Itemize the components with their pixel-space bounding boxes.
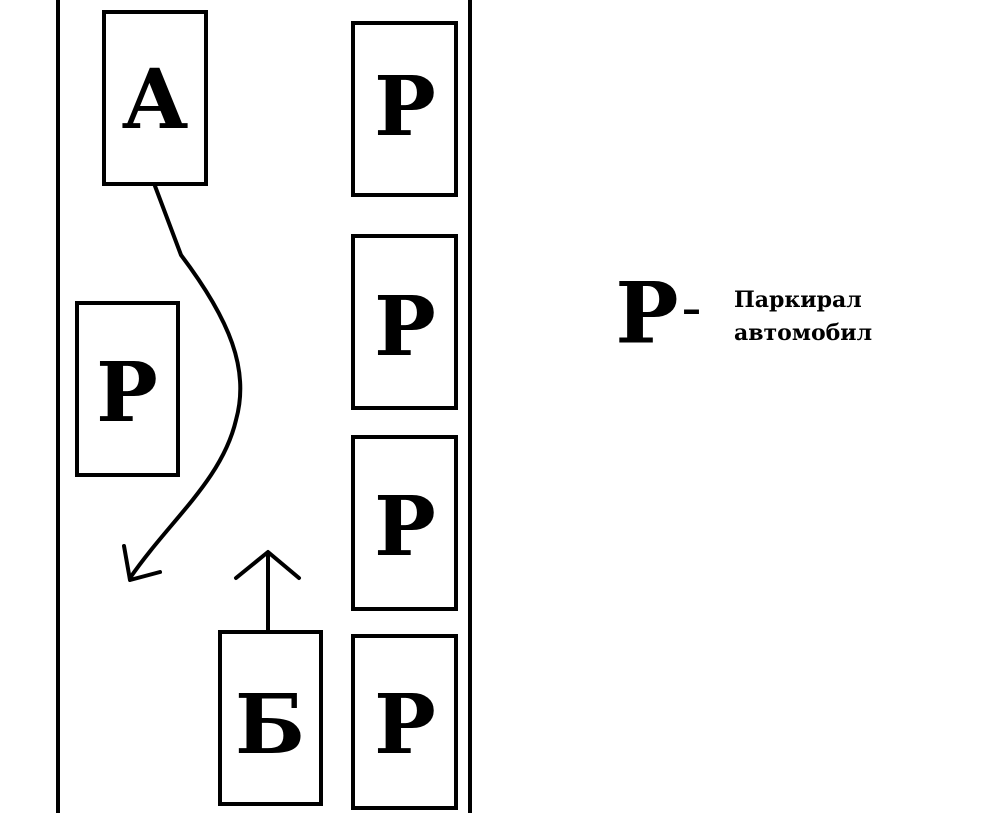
parked-car-right-1: P: [351, 21, 458, 197]
car-b-label: Б: [235, 677, 305, 773]
parked-car-right-2: P: [351, 234, 458, 410]
parked-car-label: P: [96, 345, 158, 441]
legend-text-line2: автомобил: [734, 320, 872, 346]
car-b-arrowhead: [234, 550, 301, 580]
car-a-path-arrow: [128, 184, 243, 580]
parked-car-right-4: P: [351, 634, 458, 810]
car-b: Б: [218, 630, 323, 806]
car-a-arrowhead: [122, 544, 162, 582]
parked-car-label: P: [374, 677, 436, 773]
legend-text-line1: Паркирал: [734, 287, 862, 313]
parked-car-label: P: [374, 59, 436, 155]
car-a-label: А: [122, 52, 189, 148]
car-a: А: [102, 10, 208, 186]
parked-car-label: P: [374, 479, 436, 575]
parked-car-right-3: P: [351, 435, 458, 611]
legend-symbol: P: [615, 264, 678, 363]
legend-dash: –: [682, 286, 701, 331]
parked-car-left: P: [75, 301, 180, 477]
parked-car-label: P: [374, 279, 436, 375]
legend: P – Паркирал автомобил: [615, 264, 872, 363]
